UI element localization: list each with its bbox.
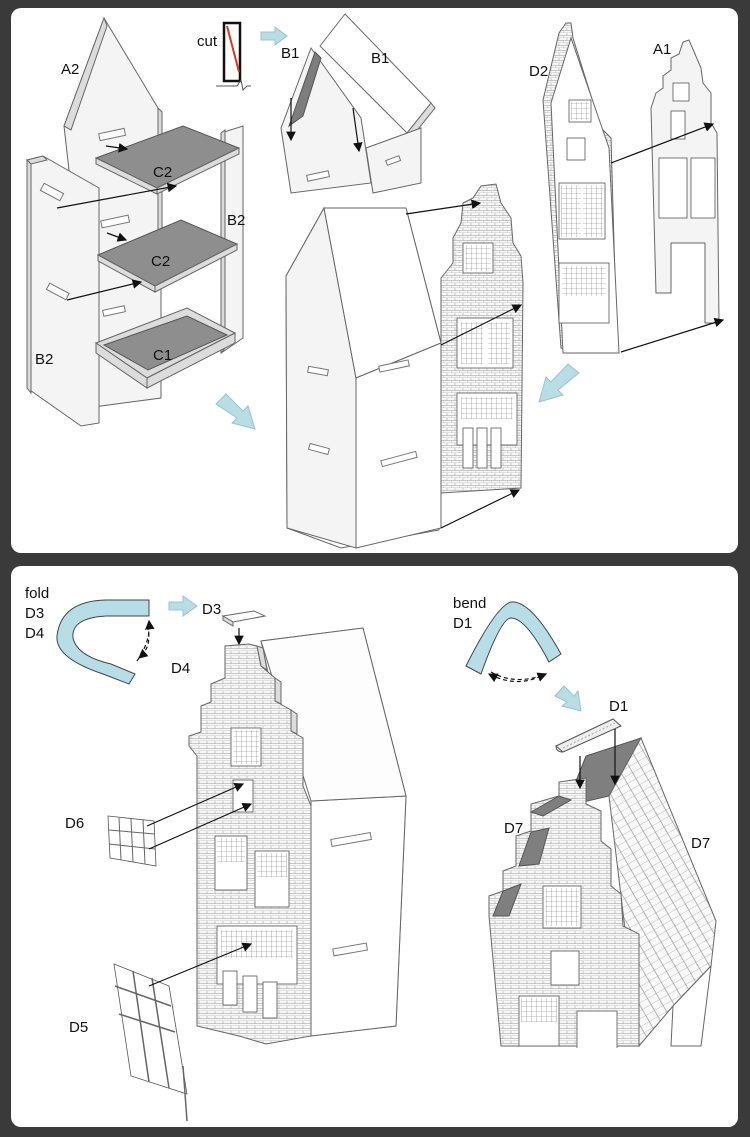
roof-b1-assembly (280, 13, 436, 194)
label-d3-b: D3 (202, 601, 221, 618)
hint-arrow-down-left (538, 363, 580, 403)
label-d4-a: D4 (25, 625, 44, 642)
wall-b2-left (26, 155, 100, 427)
label-b1-left: B1 (281, 45, 299, 62)
window-d5 (113, 963, 188, 1122)
assembled-body (285, 206, 442, 549)
label-c1: C1 (153, 347, 172, 364)
label-bend: bend (453, 595, 486, 612)
label-a1: A1 (653, 41, 671, 58)
hint-arrow-down-right (215, 393, 256, 430)
label-d7-left: D7 (504, 820, 523, 837)
cut-icon (216, 21, 251, 92)
label-b2-left: B2 (35, 351, 53, 368)
label-d5: D5 (69, 1019, 88, 1036)
cap-d3 (221, 610, 267, 646)
hint-arrow-right-1 (260, 26, 288, 46)
top-assembly-panel: A2 cut B1 B1 D2 A1 C2 C2 B2 C1 B2 (11, 8, 738, 553)
label-a2: A2 (61, 61, 79, 78)
fold-u-shape (56, 599, 150, 685)
shelf-c2-top (94, 125, 241, 195)
shelf-c1-bottom (94, 307, 237, 389)
bend-arch-shape (465, 601, 562, 675)
ridge-d1 (555, 718, 622, 753)
label-b1-right: B1 (371, 50, 389, 67)
hint-arrow-down-right-2 (554, 685, 582, 712)
top-assembly-diagram: A2 cut B1 B1 D2 A1 C2 C2 B2 C1 B2 (26, 13, 725, 549)
facade-front-middle (440, 183, 524, 494)
label-d6: D6 (65, 815, 84, 832)
label-d7-right: D7 (691, 835, 710, 852)
facade-d2 (542, 22, 620, 354)
window-d6 (107, 815, 157, 867)
bottom-assembly-panel: fold D3 D4 D3 D4 bend D1 D1 D6 D7 D7 D5 (11, 566, 738, 1127)
label-c2-top: C2 (153, 164, 172, 181)
facade-a1 (650, 39, 720, 324)
label-d2: D2 (529, 63, 548, 80)
label-b2-right: B2 (227, 212, 245, 229)
house-right-roof-detail (488, 729, 717, 1052)
hint-arrow-right-2 (168, 595, 198, 617)
bottom-assembly-diagram: fold D3 D4 D3 D4 bend D1 D1 D6 D7 D7 D5 (25, 585, 738, 1127)
label-fold: fold (25, 585, 49, 602)
label-d1-b: D1 (609, 698, 628, 715)
label-d1-a: D1 (453, 615, 472, 632)
label-d3-a: D3 (25, 605, 44, 622)
label-d4-b: D4 (171, 660, 190, 677)
house-left (188, 627, 407, 1045)
label-cut: cut (197, 33, 218, 50)
label-c2-middle: C2 (151, 253, 170, 270)
